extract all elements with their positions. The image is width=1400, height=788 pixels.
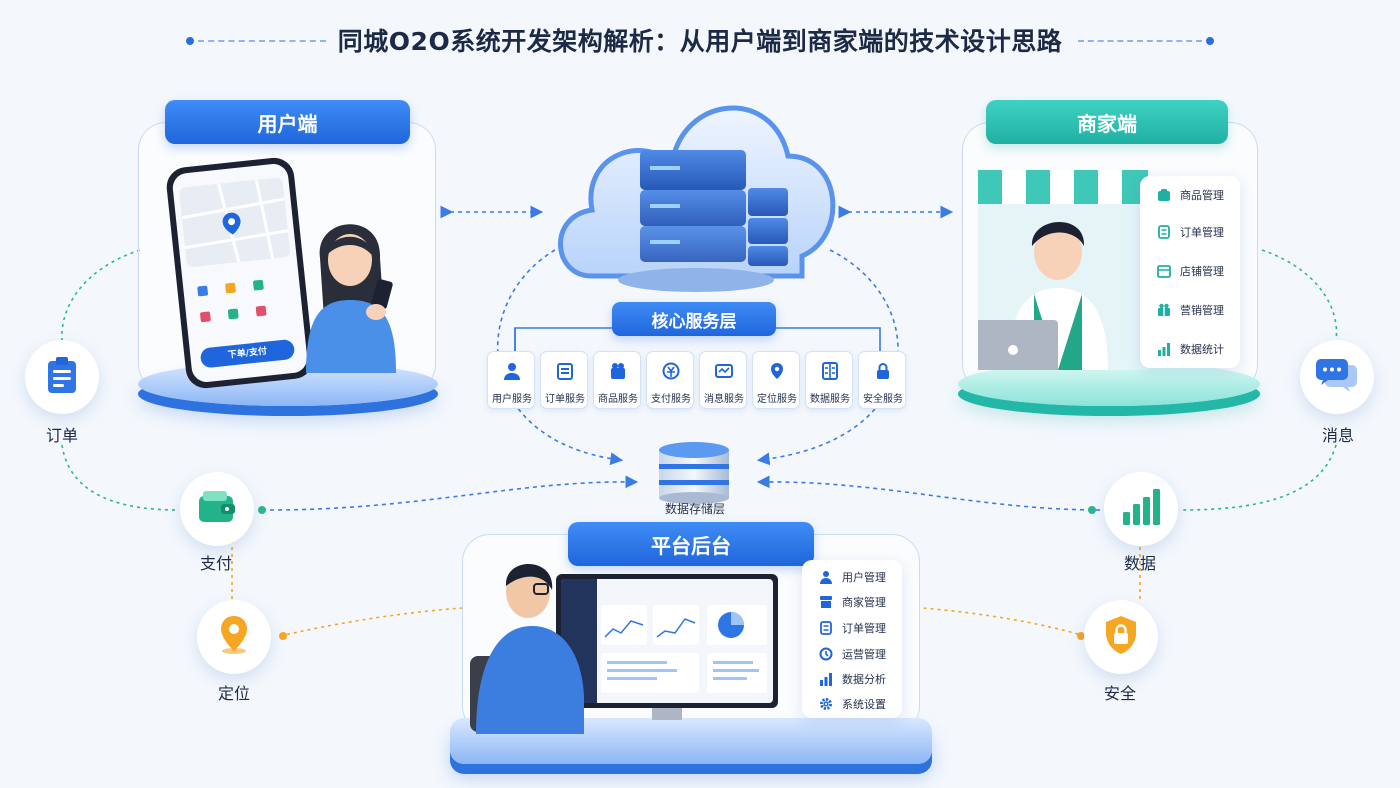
menu-item-store-management[interactable]: 店铺管理 <box>1156 260 1224 282</box>
feature-data-label: 数据 <box>1123 554 1156 573</box>
feature-message-label: 消息 <box>1321 426 1354 445</box>
merchant-side-header: 商家端 <box>986 100 1228 144</box>
data-icon <box>806 362 854 384</box>
payment-icon <box>647 362 695 384</box>
service-product: 商品服务 <box>593 351 641 409</box>
feature-order[interactable] <box>25 340 99 414</box>
order-management-icon <box>1156 224 1172 240</box>
menu-item-data-statistics[interactable]: 数据统计 <box>1156 338 1224 360</box>
feature-pay[interactable] <box>180 472 254 546</box>
bar-chart-icon <box>818 671 834 687</box>
user-person-illustration <box>300 208 408 373</box>
service-security: 安全服务 <box>858 351 906 409</box>
bar-chart-icon <box>1121 488 1161 530</box>
database-icon <box>655 440 733 504</box>
service-user: 用户服务 <box>487 351 535 409</box>
feature-order-label: 订单 <box>45 426 78 445</box>
feature-location[interactable] <box>197 600 271 674</box>
user-icon <box>818 569 834 585</box>
bar-chart-icon <box>1156 341 1172 357</box>
feature-location-label: 定位 <box>217 684 250 703</box>
product-icon <box>594 362 642 384</box>
merchant-shop-illustration <box>968 170 1148 378</box>
user-side-header: 用户端 <box>165 100 410 144</box>
smartphone: 下单/支付 <box>164 155 316 391</box>
feature-security-label: 安全 <box>1103 684 1136 703</box>
title-dot-left <box>186 37 194 45</box>
shop-icon <box>818 594 834 610</box>
service-message: 消息服务 <box>699 351 747 409</box>
core-service-layer-header: 核心服务层 <box>612 302 776 336</box>
menu-item-order-management[interactable]: 订单管理 <box>818 617 886 639</box>
store-icon <box>1156 263 1172 279</box>
chat-bubble-icon <box>1316 357 1358 397</box>
phone-screen: 下单/支付 <box>171 162 309 384</box>
feature-message[interactable] <box>1300 340 1374 414</box>
user-icon <box>488 362 536 384</box>
feature-security[interactable] <box>1084 600 1158 674</box>
platform-menu: 用户管理 商家管理 订单管理 运营管理 数据分析 系统设置 <box>802 560 902 718</box>
platform-header: 平台后台 <box>568 522 814 566</box>
product-management-icon <box>1156 187 1172 203</box>
order-icon <box>818 620 834 636</box>
monitor-stand <box>652 708 682 720</box>
admin-person-illustration <box>466 556 592 734</box>
feature-data[interactable] <box>1104 472 1178 546</box>
gift-icon <box>1156 302 1172 318</box>
service-data: 数据服务 <box>805 351 853 409</box>
menu-item-marketing-management[interactable]: 营销管理 <box>1156 299 1224 321</box>
page-title: 同城O2O系统开发架构解析：从用户端到商家端的技术设计思路 <box>337 27 1063 56</box>
gear-icon <box>818 696 834 712</box>
title-line-left <box>198 40 326 42</box>
clipboard-icon <box>45 356 79 398</box>
admin-monitor <box>556 574 778 726</box>
phone-map <box>178 177 291 268</box>
order-pay-button[interactable]: 下单/支付 <box>199 338 296 369</box>
merchant-menu: 商品管理 订单管理 店铺管理 营销管理 数据统计 <box>1140 176 1240 368</box>
menu-item-operations-management[interactable]: 运营管理 <box>818 643 886 665</box>
monitor-frame <box>556 574 778 708</box>
operations-icon <box>818 646 834 662</box>
title-dot-right <box>1206 37 1214 45</box>
service-location: 定位服务 <box>752 351 800 409</box>
wallet-icon <box>197 490 237 528</box>
service-payment: 支付服务 <box>646 351 694 409</box>
cloud-server-illustration <box>552 86 838 298</box>
feature-pay-label: 支付 <box>199 554 232 573</box>
menu-item-order-management[interactable]: 订单管理 <box>1156 221 1224 243</box>
menu-item-system-settings[interactable]: 系统设置 <box>818 693 886 715</box>
shield-lock-icon <box>1103 615 1139 659</box>
menu-item-product-management[interactable]: 商品管理 <box>1156 184 1224 206</box>
location-icon <box>753 362 801 384</box>
monitor-screen <box>561 579 773 703</box>
lock-icon <box>859 362 907 384</box>
message-icon <box>700 362 748 384</box>
location-pin-icon <box>222 212 243 240</box>
service-order: 订单服务 <box>540 351 588 409</box>
menu-item-user-management[interactable]: 用户管理 <box>818 566 886 588</box>
map-pin-icon <box>218 615 250 659</box>
menu-item-data-analysis[interactable]: 数据分析 <box>818 668 886 690</box>
order-icon <box>541 362 589 384</box>
menu-item-merchant-management[interactable]: 商家管理 <box>818 591 886 613</box>
data-storage-label: 数据存储层 <box>664 502 725 516</box>
title-line-right <box>1078 40 1202 42</box>
phone-app-grid <box>193 275 294 335</box>
